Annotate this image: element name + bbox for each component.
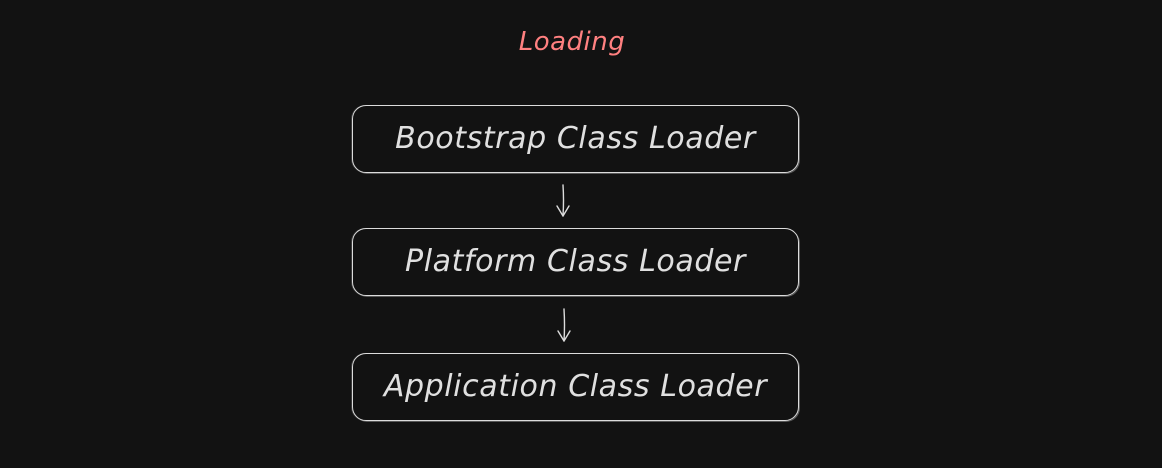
node-platform-class-loader: Platform Class Loader xyxy=(352,228,799,296)
edge-platform-to-application xyxy=(557,308,571,342)
arrow-shaft xyxy=(562,184,565,217)
edge-bootstrap-to-platform xyxy=(556,184,570,217)
diagram-title: Loading xyxy=(518,27,626,57)
node-label-application: Application Class Loader xyxy=(383,369,768,404)
arrow-head xyxy=(557,330,571,342)
node-label-platform: Platform Class Loader xyxy=(405,244,746,279)
arrow-shaft xyxy=(563,308,566,342)
node-application-class-loader: Application Class Loader xyxy=(352,353,799,421)
node-bootstrap-class-loader: Bootstrap Class Loader xyxy=(352,105,799,173)
node-label-bootstrap: Bootstrap Class Loader xyxy=(395,121,756,156)
arrow-head xyxy=(556,205,570,217)
